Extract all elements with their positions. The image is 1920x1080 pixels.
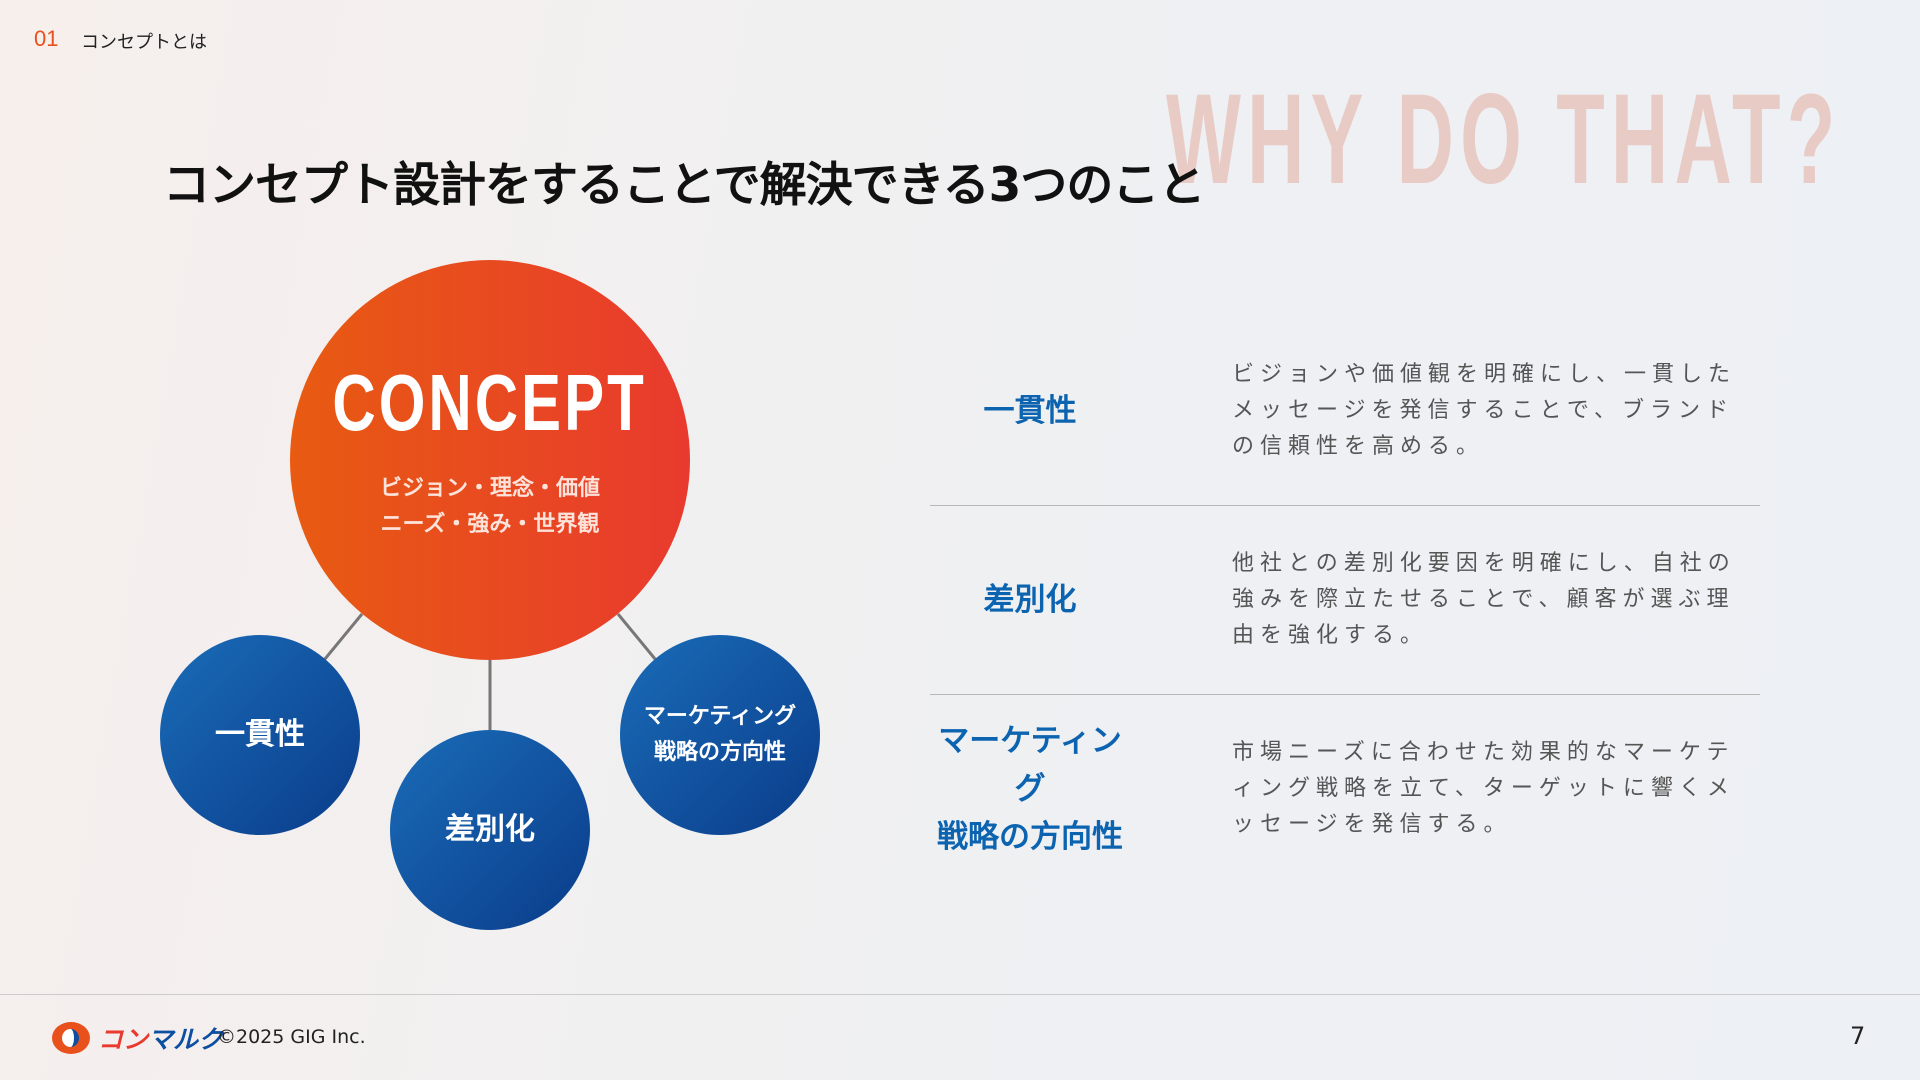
concept-line: ニーズ・強み・世界観 — [380, 512, 600, 537]
benefit-row: 一貫性 ビジョンや価値観を明確にし、一貫したメッセージを発信することで、ブランド… — [930, 316, 1760, 505]
brand-logo: コンマルク — [52, 1020, 223, 1056]
row-description: 他社との差別化要因を明確にし、自社の強みを際立たせることで、顧客が選ぶ理由を強化… — [1232, 550, 1736, 648]
logo-mark-icon — [52, 1022, 90, 1054]
row-label: 差別化 — [983, 581, 1077, 618]
concept-line: ビジョン・理念・価値 — [379, 476, 600, 501]
concept-circle: CONCEPT ビジョン・理念・価値ニーズ・強み・世界観 — [290, 260, 690, 660]
watermark-text: WHY DO THAT? — [1166, 68, 1842, 211]
node-label: 戦略の方向性 — [653, 740, 786, 765]
node-consistency: 一貫性 — [160, 635, 360, 835]
node-label: マーケティング — [643, 704, 797, 729]
concept-title: CONCEPT — [332, 358, 648, 447]
benefit-row: マーケティング戦略の方向性 市場ニーズに合わせた効果的なマーケティング戦略を立て… — [930, 694, 1760, 883]
node-differentiation: 差別化 — [390, 730, 590, 930]
section-title: コンセプトとは — [81, 32, 207, 53]
page-number: 7 — [1850, 1022, 1866, 1050]
row-description: 市場ニーズに合わせた効果的なマーケティング戦略を立て、ターゲットに響くメッセージ… — [1232, 739, 1735, 837]
row-label: マーケティング戦略の方向性 — [937, 722, 1123, 855]
footer-divider — [0, 994, 1920, 995]
node-marketing: マーケティング戦略の方向性 — [620, 635, 820, 835]
node-label: 差別化 — [445, 812, 535, 847]
row-description: ビジョンや価値観を明確にし、一貫したメッセージを発信することで、ブランドの信頼性… — [1232, 361, 1737, 459]
page-title: コンセプト設計をすることで解決できる3つのこと — [163, 158, 1205, 213]
section-number: 01 — [34, 26, 59, 51]
connector-line — [318, 613, 364, 666]
divider — [930, 694, 1760, 695]
divider — [930, 505, 1760, 506]
node-label: 一貫性 — [215, 717, 305, 752]
copyright: ©2025 GIG Inc. — [217, 1026, 366, 1048]
benefit-row: 差別化 他社との差別化要因を明確にし、自社の強みを際立たせることで、顧客が選ぶ理… — [930, 505, 1760, 694]
connector-line — [616, 613, 662, 666]
row-label: 一貫性 — [983, 392, 1077, 429]
